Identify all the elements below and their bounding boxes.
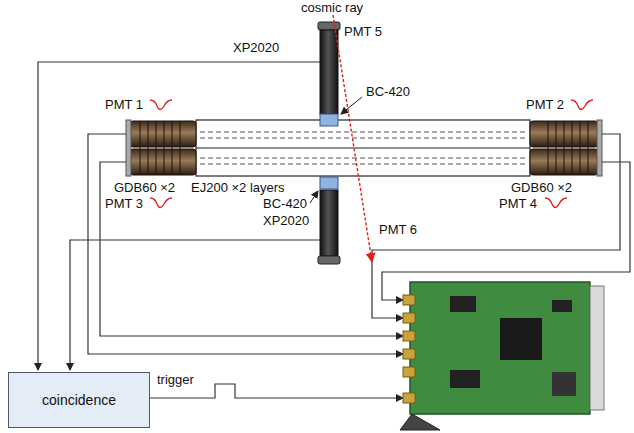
label: EJ200 ×2 layers [190,180,286,195]
label: BC-420 [365,84,411,99]
label: XP2020 [232,40,280,55]
pulse-symbols [150,100,593,208]
label: GDB60 ×2 [510,180,573,195]
label: PMT 6 [378,222,418,237]
box-text: coincidence [42,392,116,408]
cosmic-ray-track [333,15,372,262]
xp2020-tubes [318,22,340,264]
label: trigger [156,372,195,387]
label: BC-420 [262,196,308,211]
scintillator-bar [196,120,530,176]
label: cosmic ray [300,0,364,15]
label: PMT 3 [104,196,144,211]
digitizer-board [400,282,604,430]
pmt-tubes [126,120,602,176]
label: PMT 2 [525,97,565,112]
label: PMT 5 [343,24,383,39]
label: GDB60 ×2 [113,180,176,195]
label: PMT 4 [498,196,538,211]
process-box: coincidence [8,372,150,428]
label: PMT 1 [104,97,144,112]
label: XP2020 [262,213,310,228]
